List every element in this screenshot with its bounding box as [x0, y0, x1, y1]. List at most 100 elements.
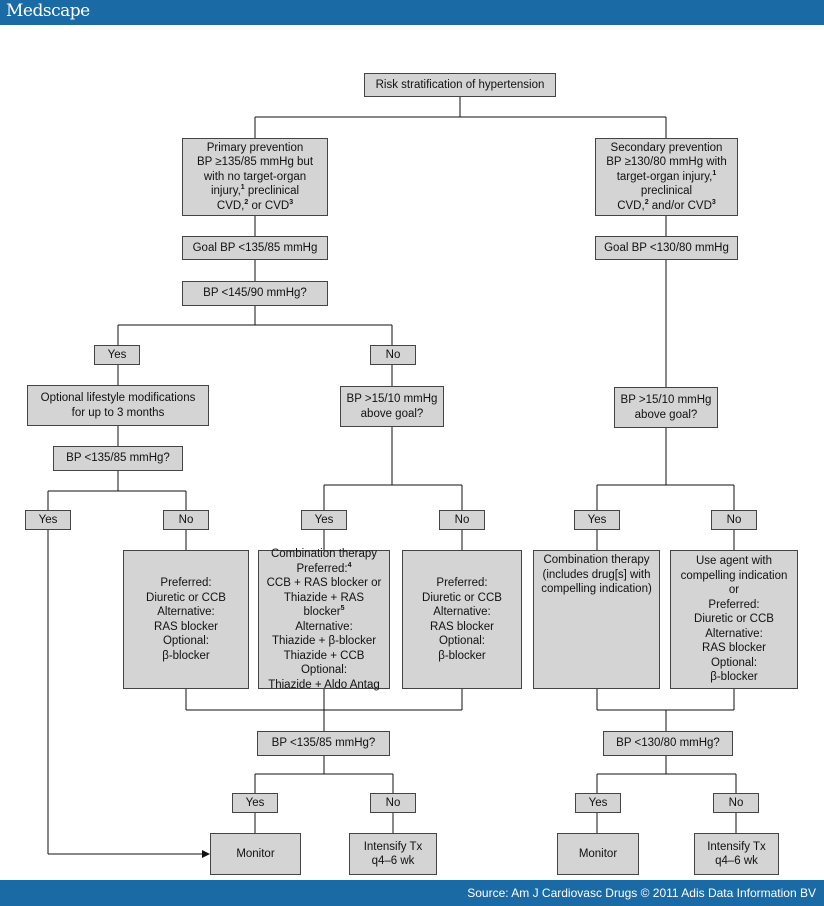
- monotherapy-node-1: Preferred: Diuretic or CCB Alternative: …: [123, 550, 249, 689]
- mono-line-1: Preferred:: [160, 577, 212, 589]
- monotherapy-node-2: Preferred: Diuretic or CCB Alternative: …: [402, 550, 522, 689]
- yes-label: Yes: [587, 513, 607, 526]
- secondary-combo-line-2: (includes drug[s] with: [542, 568, 651, 581]
- agent-line-3: Preferred:: [708, 598, 760, 611]
- secondary-intensify-line-2: q4–6 wk: [715, 855, 758, 867]
- mono-line-4: RAS blocker: [430, 620, 494, 633]
- above-goal-yes-node: Yes: [301, 510, 347, 530]
- combo-line-3: CCB + RAS blocker or: [266, 577, 382, 589]
- mono-line-6: β-blocker: [438, 649, 486, 662]
- mono-line-3: Alternative:: [433, 606, 491, 618]
- combination-therapy-node: Combination therapy Preferred:4 CCB + RA…: [258, 548, 390, 691]
- secondary-intensify-node: Intensify Tx q4–6 wk: [694, 833, 779, 875]
- yes-label: Yes: [107, 348, 127, 361]
- combo-line-1: Combination therapy: [270, 548, 378, 560]
- final-no-node: No: [370, 793, 416, 813]
- secondary-combo-line-3: compelling indication): [541, 583, 652, 595]
- secondary-above-goal-line-2: above goal?: [634, 408, 698, 421]
- primary-yes-node: Yes: [94, 345, 140, 365]
- mono-line-3: Alternative:: [157, 606, 215, 618]
- primary-goal-node: Goal BP <135/85 mmHg: [182, 236, 328, 260]
- primary-question2-node: BP <135/85 mmHg?: [53, 446, 183, 471]
- agent-line-5: Alternative:: [705, 627, 763, 640]
- agent-line-2: compelling indication or: [680, 569, 788, 597]
- secondary-intensify-line-1: Intensify Tx: [707, 840, 766, 853]
- medscape-logo: Medscape: [6, 1, 90, 21]
- mono-line-2: Diuretic or CCB: [146, 591, 226, 604]
- primary-intensify-node: Intensify Tx q4–6 wk: [349, 833, 437, 875]
- combo-line-7: Thiazide + CCB: [283, 649, 365, 662]
- lifestyle-yes-node: Yes: [25, 510, 71, 530]
- lifestyle-line-1: Optional lifestyle modifications: [40, 392, 196, 404]
- lifestyle-line-2: for up to 3 months: [71, 406, 165, 419]
- combo-line-6: Thiazide + β-blocker: [271, 635, 377, 647]
- combo-line-4: Thiazide + RAS blocker5: [283, 591, 365, 619]
- agent-line-6: RAS blocker: [702, 642, 766, 655]
- primary-question-label: BP <145/90 mmHg?: [203, 287, 307, 300]
- no-label: No: [726, 513, 742, 526]
- agent-line-1: Use agent with: [695, 555, 773, 568]
- lifestyle-no-node: No: [163, 510, 209, 530]
- primary-above-goal-node: BP >15/10 mmHg above goal?: [340, 386, 444, 427]
- combo-line-2: Preferred:4: [296, 561, 352, 575]
- secondary-goal-label: Goal BP <130/80 mmHg: [604, 241, 729, 254]
- primary-prevention-node: Primary prevention BP ≥135/85 mmHg but w…: [182, 138, 328, 216]
- agent-line-4: Diuretic or CCB: [694, 613, 774, 626]
- mono-line-5: Optional:: [438, 635, 485, 647]
- monitor-label: Monitor: [578, 847, 618, 860]
- primary-line-4: injury,1 preclinical: [210, 184, 300, 198]
- secondary-above-goal-line-1: BP >15/10 mmHg: [620, 394, 712, 406]
- mono-line-4: RAS blocker: [154, 620, 218, 633]
- no-label: No: [454, 513, 470, 526]
- header-bar: Medscape: [0, 0, 824, 25]
- secondary-line-2: BP ≥130/80 mmHg with: [606, 156, 727, 169]
- root-node: Risk stratification of hypertension: [364, 73, 556, 97]
- primary-monitor-node: Monitor: [210, 833, 301, 875]
- combo-line-9: Thiazide + Aldo Antag: [268, 678, 380, 691]
- footer-bar: Source: Am J Cardiovasc Drugs © 2011 Adi…: [0, 880, 824, 906]
- secondary-line-4: preclinical: [640, 185, 693, 198]
- primary-line-1: Primary prevention: [206, 141, 304, 154]
- combo-line-8: Optional:: [300, 664, 348, 676]
- secondary-line-3: target-organ injury,1: [616, 169, 717, 183]
- secondary-above-goal-node: BP >15/10 mmHg above goal?: [614, 387, 718, 428]
- yes-label: Yes: [245, 796, 265, 809]
- primary-goal-label: Goal BP <135/85 mmHg: [192, 241, 318, 254]
- secondary-final-no-node: No: [713, 793, 759, 813]
- mono-line-2: Diuretic or CCB: [422, 591, 502, 604]
- primary-question-node: BP <145/90 mmHg?: [182, 281, 328, 306]
- monitor-label: Monitor: [236, 847, 275, 860]
- no-label: No: [728, 796, 744, 809]
- primary-line-5: CVD,2 or CVD3: [216, 198, 294, 212]
- final-yes-node: Yes: [232, 793, 278, 813]
- yes-label: Yes: [588, 796, 608, 809]
- secondary-final-yes-node: Yes: [575, 793, 621, 813]
- secondary-monitor-node: Monitor: [557, 833, 639, 875]
- secondary-agent-node: Use agent with compelling indication or …: [670, 550, 798, 689]
- secondary-goal-node: Goal BP <130/80 mmHg: [595, 236, 738, 260]
- no-label: No: [178, 513, 194, 526]
- agent-line-7: Optional:: [710, 656, 758, 669]
- intensify-line-2: q4–6 wk: [371, 855, 415, 867]
- secondary-prevention-node: Secondary prevention BP ≥130/80 mmHg wit…: [595, 138, 738, 216]
- primary-no-node: No: [370, 345, 416, 365]
- secondary-combination-node: Combination therapy (includes drug[s] wi…: [533, 550, 660, 689]
- yes-label: Yes: [314, 513, 334, 526]
- above-goal-line-1: BP >15/10 mmHg: [346, 393, 438, 405]
- secondary-line-1: Secondary prevention: [610, 141, 723, 154]
- mono-line-1: Preferred:: [436, 577, 488, 589]
- lifestyle-node: Optional lifestyle modifications for up …: [27, 385, 209, 426]
- intensify-line-1: Intensify Tx: [363, 840, 423, 853]
- source-credit: Source: Am J Cardiovasc Drugs © 2011 Adi…: [467, 886, 816, 900]
- primary-line-2: BP ≥135/85 mmHg but: [196, 156, 314, 169]
- secondary-combo-line-1: Combination therapy: [543, 554, 650, 566]
- above-goal-line-2: above goal?: [360, 407, 424, 420]
- primary-line-3: with no target-organ: [203, 170, 307, 183]
- secondary-no-node: No: [711, 510, 757, 530]
- secondary-question-label: BP <130/80 mmHg?: [616, 737, 720, 750]
- root-label: Risk stratification of hypertension: [375, 78, 545, 91]
- no-label: No: [385, 796, 401, 809]
- above-goal-no-node: No: [439, 510, 485, 530]
- mono-line-6: β-blocker: [162, 649, 210, 662]
